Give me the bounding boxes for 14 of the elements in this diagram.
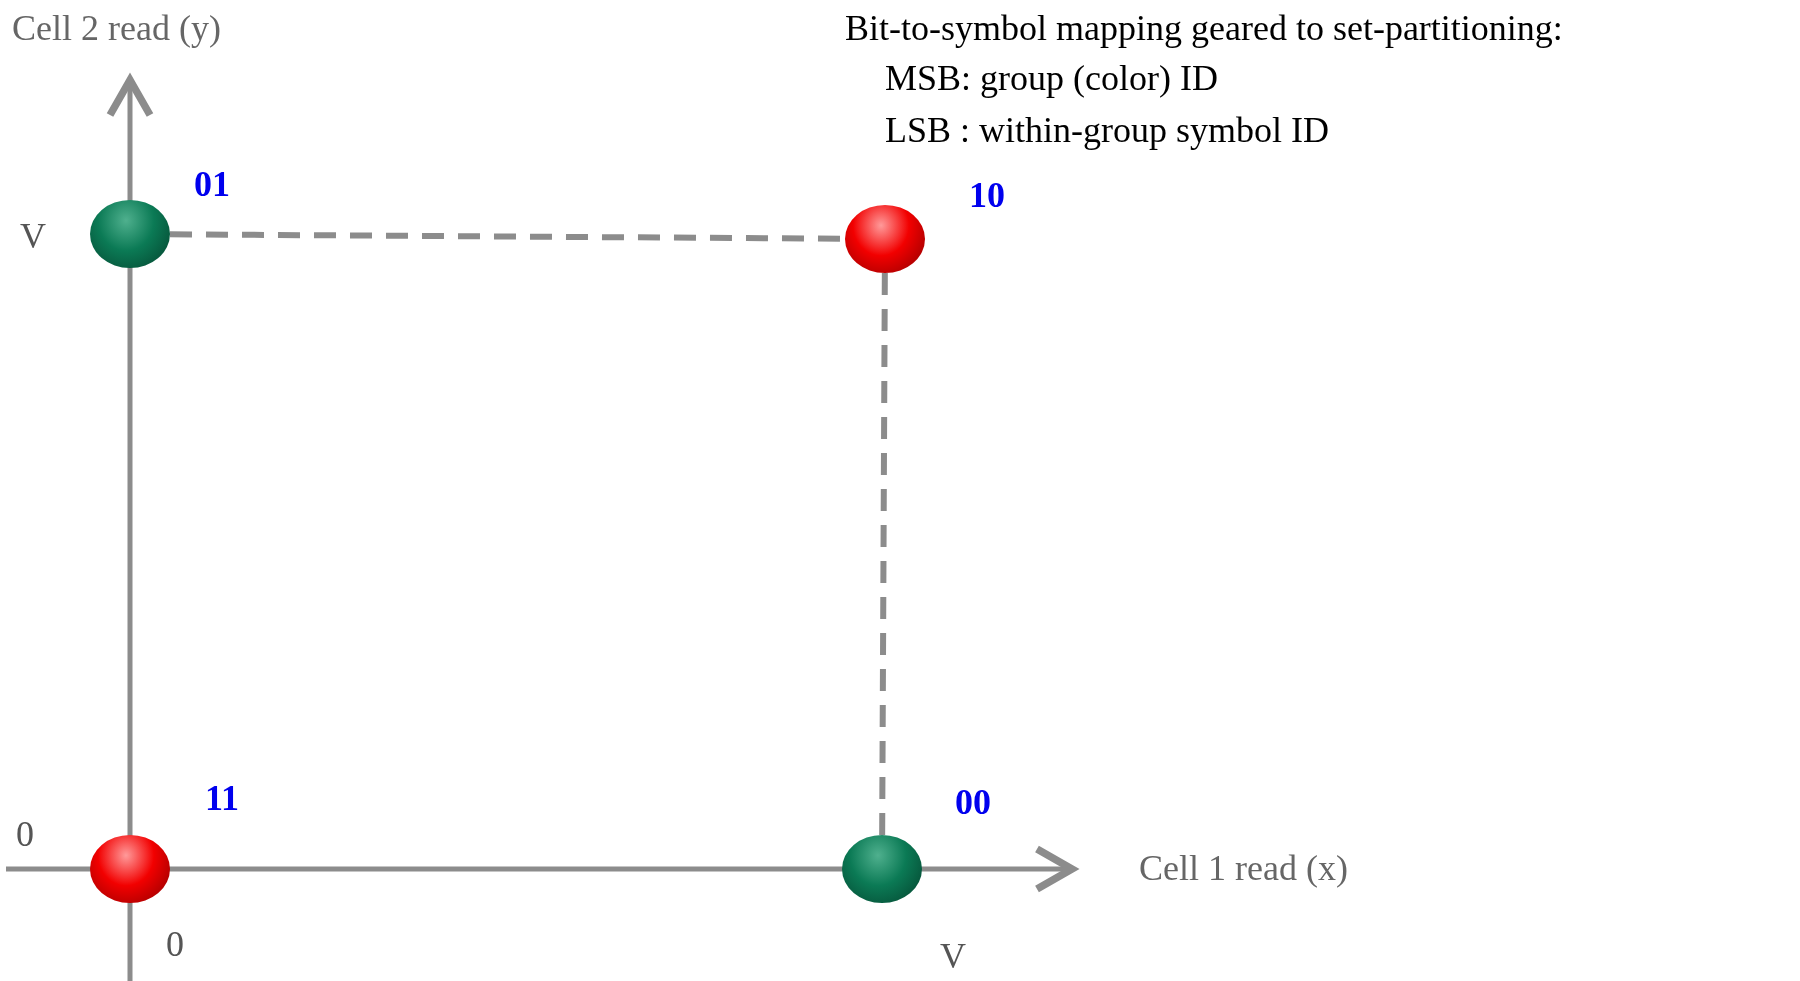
bit-label: 11 (205, 780, 239, 816)
tick-label: V (940, 938, 966, 974)
note-line: LSB : within-group symbol ID (885, 112, 1329, 148)
axis-title: Cell 1 read (x) (1139, 850, 1348, 886)
bit-label: 10 (969, 177, 1005, 213)
tick-label: 0 (16, 816, 34, 852)
dashed-line (879, 273, 888, 835)
axis-title: Cell 2 read (y) (12, 10, 221, 46)
tick-label: V (20, 218, 46, 254)
bit-label: 01 (194, 166, 230, 202)
note-line: MSB: group (color) ID (885, 60, 1218, 96)
tick-label: 0 (166, 926, 184, 962)
mapping-title: Bit-to-symbol mapping geared to set-partitioning: (845, 10, 1563, 46)
bit-label: 00 (955, 784, 991, 820)
